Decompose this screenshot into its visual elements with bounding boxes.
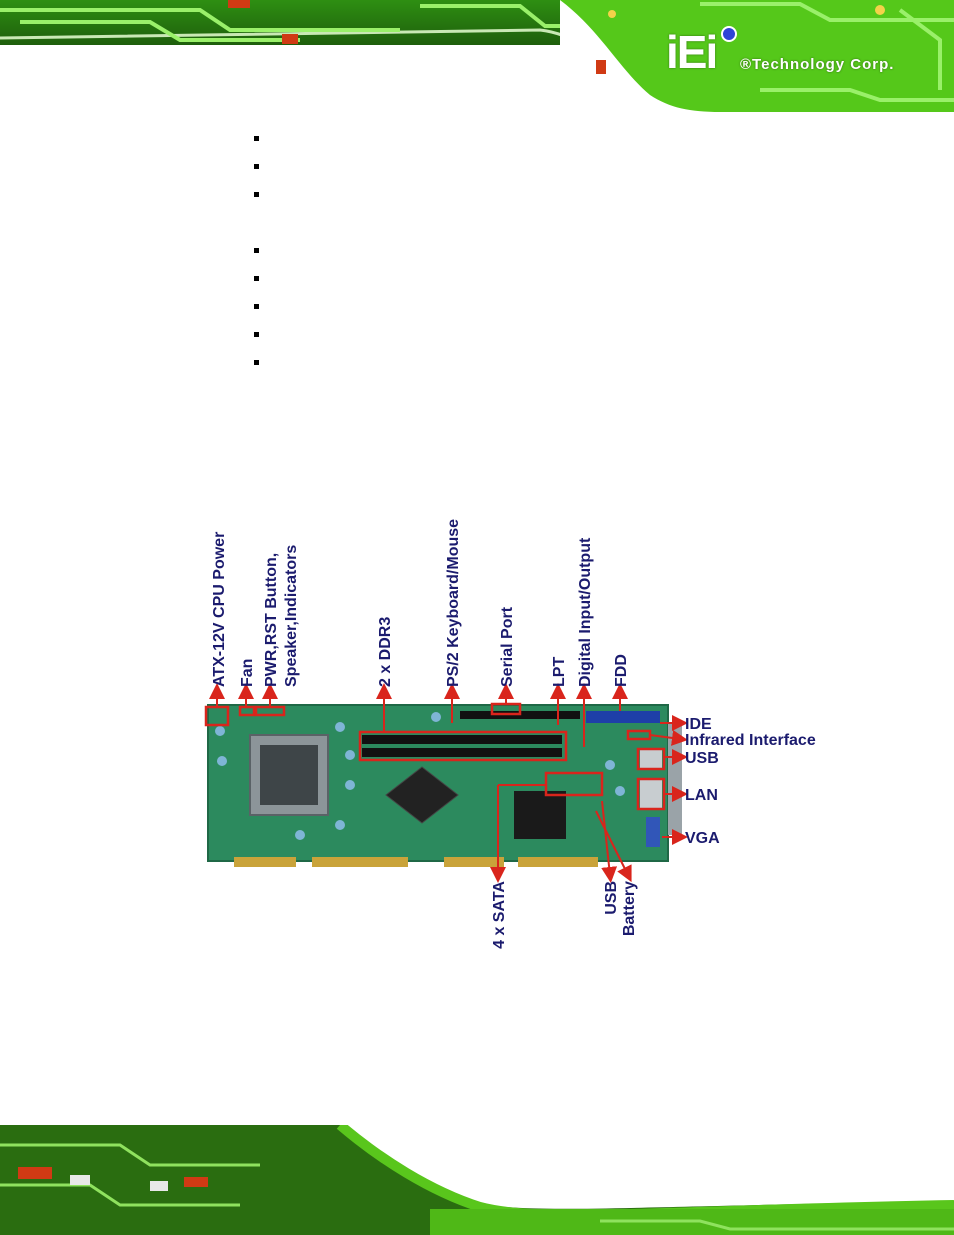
label-usb-bottom: USB [603, 881, 620, 915]
label-battery: Battery [621, 881, 638, 936]
label-vga: VGA [685, 830, 720, 847]
company-logo: iEi ®Technology Corp. [660, 24, 930, 80]
label-speaker-indicators: Speaker,Indicators [283, 545, 300, 687]
bullet-marker [254, 360, 259, 365]
label-digital-io: Digital Input/Output [577, 537, 594, 687]
header-banner: iEi ®Technology Corp. [0, 0, 954, 112]
bullet-marker [254, 332, 259, 337]
label-sata: 4 x SATA [491, 881, 508, 949]
label-infrared: Infrared Interface [685, 732, 816, 749]
label-atx-power: ATX-12V CPU Power [211, 532, 228, 687]
logo-text: ®Technology Corp. [740, 56, 895, 73]
callout-arrows-bottom [490, 784, 632, 883]
label-ddr3: 2 x DDR3 [377, 617, 394, 687]
bullet-marker [254, 136, 259, 141]
circuit-board-footer-graphic [0, 1125, 954, 1235]
footer-banner [0, 1125, 954, 1235]
bullet-marker [254, 164, 259, 169]
label-fan: Fan [239, 659, 256, 687]
bullet-marker [254, 248, 259, 253]
label-lpt: LPT [551, 657, 568, 687]
label-pwr-rst-button: PWR,RST Button, [263, 553, 280, 687]
label-fdd: FDD [613, 654, 630, 687]
logo-dot-icon [721, 26, 737, 42]
board-layout-figure: ATX-12V CPU Power Fan PWR,RST Button, Sp… [200, 495, 840, 965]
bullet-marker [254, 192, 259, 197]
label-serial-port: Serial Port [499, 606, 516, 687]
callout-arrows-right [649, 715, 688, 845]
board-diagram: ATX-12V CPU Power Fan PWR,RST Button, Sp… [204, 519, 816, 949]
highlight-usb [636, 747, 666, 771]
circuit-board-banner-graphic [0, 0, 954, 112]
label-ps2: PS/2 Keyboard/Mouse [445, 519, 462, 687]
callout-arrows-top [209, 683, 628, 747]
label-lan: LAN [685, 787, 718, 804]
label-usb-right: USB [685, 750, 719, 767]
bullet-marker [254, 304, 259, 309]
logo-mark: iEi [666, 26, 718, 78]
label-ide: IDE [685, 716, 712, 733]
bullet-marker [254, 276, 259, 281]
highlight-ddr3 [358, 730, 568, 762]
